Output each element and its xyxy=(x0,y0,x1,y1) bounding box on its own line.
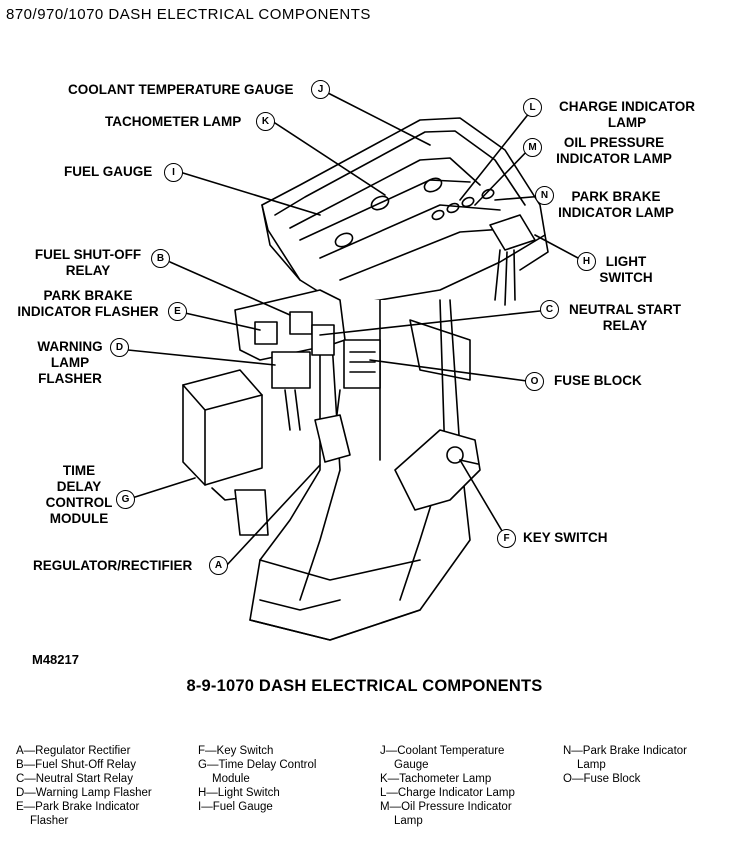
legend-column-1: A—Regulator Rectifier B—Fuel Shut-Off Re… xyxy=(16,744,152,828)
callout-badge-m: M xyxy=(523,138,542,157)
callout-badge-a: A xyxy=(209,556,228,575)
figure-caption: 8-9-1070 DASH ELECTRICAL COMPONENTS xyxy=(186,677,543,695)
legend-item: I—Fuel Gauge xyxy=(198,801,273,813)
legend-item: D—Warning Lamp Flasher xyxy=(16,787,152,799)
callout-badge-b: B xyxy=(151,249,170,268)
key-switch-plate-drawing xyxy=(394,429,481,511)
legend-column-2: F—Key Switch G—Time Delay Control Module… xyxy=(198,744,316,814)
legend-item: A—Regulator Rectifier xyxy=(16,745,131,757)
legend-item: N—Park Brake Indicator xyxy=(563,745,687,757)
legend-item: B—Fuel Shut-Off Relay xyxy=(16,759,136,771)
legend-column-4: N—Park Brake Indicator Lamp O—Fuse Block xyxy=(563,744,687,786)
legend-item: J—Coolant Temperature xyxy=(380,745,505,757)
callout-badge-f: F xyxy=(497,529,516,548)
callout-badge-o: O xyxy=(525,372,544,391)
legend-item: Gauge xyxy=(394,759,429,771)
legend-item: O—Fuse Block xyxy=(563,773,641,785)
page-header-title: 870/970/1070 DASH ELECTRICAL COMPONENTS xyxy=(6,6,371,23)
legend-item: H—Light Switch xyxy=(198,787,280,799)
legend-item: G—Time Delay Control xyxy=(198,759,317,771)
callout-badge-g: G xyxy=(116,490,135,509)
callout-badge-d: D xyxy=(110,338,129,357)
legend-item: Lamp xyxy=(577,759,606,771)
callout-key-switch: KEY SWITCH xyxy=(523,530,608,545)
time-delay-module-drawing xyxy=(182,369,269,536)
leader-lines xyxy=(127,92,579,567)
callout-coolant-temperature-gauge: COOLANT TEMPERATURE GAUGE xyxy=(68,82,294,97)
legend-item: Module xyxy=(212,773,250,785)
callout-tachometer-lamp: TACHOMETER LAMP xyxy=(105,114,242,129)
legend-column-3: J—Coolant Temperature Gauge K—Tachometer… xyxy=(380,744,515,828)
legend-item: E—Park Brake Indicator xyxy=(16,801,140,813)
callout-fuel-gauge: FUEL GAUGE xyxy=(64,164,153,179)
callout-badge-i: I xyxy=(164,163,183,182)
legend-item: Flasher xyxy=(30,815,69,827)
callout-fuse-block: FUSE BLOCK xyxy=(554,373,642,388)
callout-badge-k: K xyxy=(256,112,275,131)
legend-item: K—Tachometer Lamp xyxy=(380,773,492,785)
legend-item: C—Neutral Start Relay xyxy=(16,773,133,785)
figure-id: M48217 xyxy=(32,652,79,667)
callout-badge-j: J xyxy=(311,80,330,99)
callout-badge-n: N xyxy=(535,186,554,205)
callout-badge-l: L xyxy=(523,98,542,117)
instrument-cluster-drawing xyxy=(261,117,549,306)
callout-regulator-rectifier: REGULATOR/RECTIFIER xyxy=(33,558,193,573)
pedestal-drawing xyxy=(249,299,471,641)
legend-item: L—Charge Indicator Lamp xyxy=(380,787,515,799)
legend-item: Lamp xyxy=(394,815,423,827)
legend-item: F—Key Switch xyxy=(198,745,274,757)
callout-badge-c: C xyxy=(540,300,559,319)
relay-bracket-drawing xyxy=(234,289,381,463)
callout-badge-h: H xyxy=(577,252,596,271)
callout-badge-e: E xyxy=(168,302,187,321)
legend-item: M—Oil Pressure Indicator xyxy=(380,801,512,813)
